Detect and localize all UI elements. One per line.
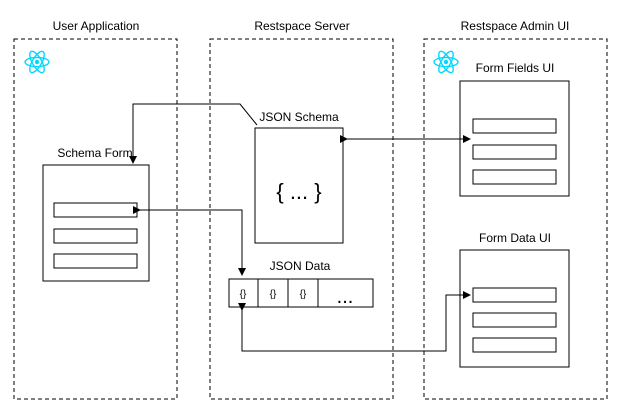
column-title-user-application: User Application [53,19,140,33]
schema-form-field [53,228,138,244]
form-fields-ui-field [472,144,557,160]
form-data-ui-field [472,337,557,353]
form-fields-ui-field [472,118,557,134]
form-data-ui-field [472,312,557,328]
form-data-connector [133,206,246,276]
schema-to-form-connector [129,103,258,164]
json-data-item: {} [240,289,247,300]
json-data-item: {} [270,289,277,300]
react-logo-icon [433,50,459,74]
restspace-admin-container [423,38,608,400]
form-fields-ui-label: Form Fields UI [476,61,555,75]
json-schema-box [254,127,344,244]
form-data-ui-label: Form Data UI [479,231,551,245]
column-title-restspace-server: Restspace Server [254,19,349,33]
schema-form-label: Schema Form [57,146,132,160]
json-data-item: {} [300,289,307,300]
data-admin-connector [238,291,471,352]
react-logo-icon [24,50,50,74]
schema-form-field [53,253,138,269]
column-title-restspace-admin-ui: Restspace Admin UI [461,19,570,33]
form-data-ui-field [472,287,557,303]
json-schema-label: JSON Schema [259,110,339,124]
json-schema-content: { ... } [276,179,321,204]
json-data-label: JSON Data [270,259,331,273]
json-data-ellipsis: ... [337,286,354,308]
schema-form-field [53,202,138,218]
form-fields-ui-field [472,169,557,185]
